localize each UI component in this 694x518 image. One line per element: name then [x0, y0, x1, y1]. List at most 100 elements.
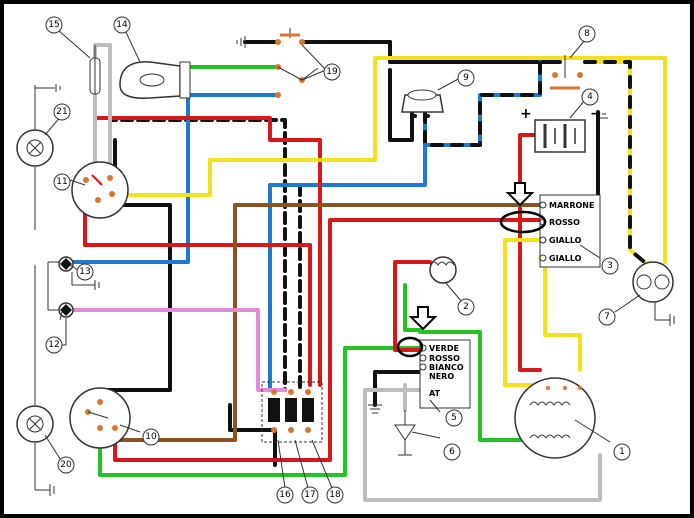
callout-14: 14	[113, 16, 131, 34]
yellow-wire-giallo2	[538, 256, 582, 372]
terminal-3-label-marrone: MARRONE	[549, 201, 594, 210]
battery-4: + −	[520, 106, 602, 153]
callout-11-number: 11	[56, 177, 67, 187]
pink-wires	[70, 308, 287, 392]
blue-wire-main	[268, 143, 427, 392]
callout-5-number: 5	[451, 413, 457, 423]
callout-1: 1	[613, 443, 631, 461]
horn-9	[401, 89, 444, 118]
lamp-13	[47, 256, 95, 310]
terminal-5-label-rosso: ROSSO	[429, 354, 460, 363]
verde-highlight	[396, 306, 438, 358]
terminal-block-3: MARRONE ROSSO GIALLO GIALLO	[539, 194, 601, 268]
generator-1	[514, 377, 596, 459]
terminal-3-label-giallo-2: GIALLO	[549, 254, 582, 263]
yellow-wire-top-right	[373, 56, 667, 264]
battery-plus-sign: +	[520, 106, 532, 122]
dashed-wire-blue-black-overlay	[423, 60, 542, 147]
red-wire-rosso	[113, 218, 542, 462]
callout-leaders	[44, 29, 641, 489]
callout-15-number: 15	[48, 20, 59, 30]
terminal-5-label-nero: NERO	[429, 372, 454, 381]
coil-2	[429, 256, 457, 284]
callout-6: 6	[443, 443, 461, 461]
callout-6-number: 6	[449, 447, 455, 457]
callout-20: 20	[57, 456, 75, 474]
callout-5: 5	[445, 409, 463, 427]
relay-block-16-17-18	[261, 381, 323, 443]
callout-18: 18	[326, 486, 344, 504]
callout-10-number: 10	[145, 432, 157, 442]
callout-7: 7	[598, 308, 616, 326]
grey-wires	[93, 43, 602, 502]
headlight-14	[119, 61, 191, 99]
fuse-15	[89, 45, 101, 95]
callout-9: 9	[457, 69, 475, 87]
dashed-wire-yellow-black-overlay	[583, 60, 650, 267]
rosso-highlight	[499, 182, 547, 234]
blue-wire-13	[70, 93, 190, 264]
callout-17-number: 17	[304, 490, 315, 500]
callout-15: 15	[45, 16, 63, 34]
grey-wire-5-1	[363, 388, 602, 502]
grey-wire-15	[93, 43, 112, 177]
yellow-wire-top	[108, 60, 377, 197]
ground-symbol-5	[368, 404, 382, 414]
callout-14-number: 14	[116, 20, 128, 30]
callout-9-number: 9	[463, 73, 469, 83]
terminal-5-label-verde: VERDE	[429, 344, 459, 353]
callout-2: 2	[457, 298, 475, 316]
callout-8-number: 8	[584, 29, 590, 39]
terminal-3-label-giallo-1: GIALLO	[549, 236, 582, 245]
callout-19: 19	[323, 63, 341, 81]
wiring-diagram: + − MARRONE ROSSO GIALLO GIALLO VERDE RO…	[16, 16, 675, 504]
green-wires	[98, 65, 527, 477]
callout-21: 21	[53, 103, 71, 121]
green-wire-to-1	[418, 330, 527, 442]
brown-wire-marrone	[93, 203, 542, 442]
callout-17: 17	[301, 486, 319, 504]
blue-wires	[70, 93, 427, 392]
callout-8: 8	[578, 25, 596, 43]
switch-8	[550, 55, 583, 90]
yellow-wires	[108, 56, 667, 387]
switch-11	[71, 161, 129, 219]
callout-4: 4	[581, 88, 599, 106]
red-wire-2	[393, 260, 432, 352]
callout-16: 16	[276, 486, 294, 504]
callout-3: 3	[601, 257, 619, 275]
callout-21-number: 21	[56, 107, 67, 117]
battery-minus-sign: −	[590, 106, 602, 122]
black-wire-5-nero	[373, 370, 422, 407]
callout-12-number: 12	[48, 340, 59, 350]
callout-10: 10	[142, 428, 160, 446]
callout-11: 11	[53, 173, 71, 191]
callout-2-number: 2	[463, 302, 469, 312]
callout-13: 13	[76, 263, 94, 281]
switch-19	[275, 28, 319, 98]
black-wire-9-left	[388, 68, 414, 142]
switch-10	[69, 387, 131, 449]
callout-18-number: 18	[329, 490, 341, 500]
lamp-12	[48, 302, 74, 346]
callout-16-number: 16	[279, 490, 291, 500]
callout-3-number: 3	[607, 261, 613, 271]
callout-12: 12	[45, 336, 63, 354]
brown-wires	[93, 203, 542, 442]
red-wire-battery	[518, 133, 542, 372]
lamp-21	[16, 85, 55, 230]
terminal-5-label-bianco: BIANCO	[429, 363, 464, 372]
black-wire-16	[228, 403, 277, 467]
terminal-block-5: VERDE ROSSO BIANCO NERO AT	[419, 339, 471, 409]
spark-plug-6	[394, 410, 416, 456]
callout-4-number: 4	[587, 92, 593, 102]
terminal-3-label-rosso: ROSSO	[549, 218, 580, 227]
callout-13-number: 13	[79, 267, 90, 277]
green-wire-2	[403, 283, 422, 332]
callout-19-number: 19	[326, 67, 338, 77]
lamp-20	[16, 265, 54, 491]
yellow-wire-giallo1	[503, 238, 552, 387]
callout-1-number: 1	[619, 447, 625, 457]
callout-20-number: 20	[60, 460, 72, 470]
